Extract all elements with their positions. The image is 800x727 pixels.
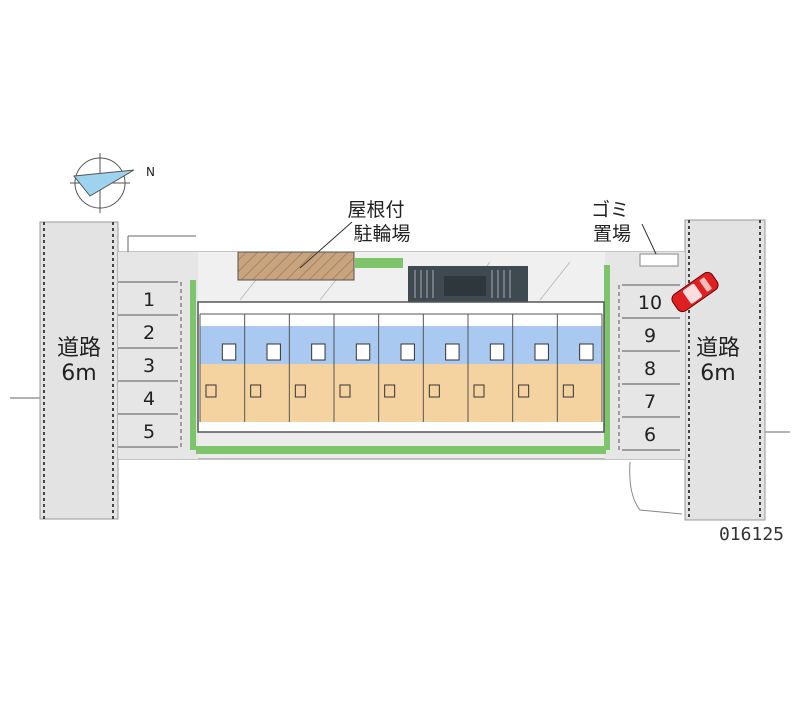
- bicycle-parking-roof: [237, 251, 355, 281]
- unit-fixture: [445, 343, 460, 361]
- parking-slot-7: 7: [644, 391, 656, 413]
- parking-slot-3: 3: [143, 355, 155, 377]
- greenery-strip-bottom: [196, 446, 606, 454]
- parking-slot-6: 6: [644, 424, 656, 446]
- unit-fixture: [489, 343, 505, 361]
- parking-left: 1 2 3 4 5: [118, 281, 182, 448]
- left-road-width: 6m: [61, 361, 96, 386]
- property-code: 016125: [719, 524, 784, 545]
- parking-slot-9: 9: [644, 325, 656, 347]
- unit-fixture: [579, 343, 594, 361]
- unit-fixture: [266, 343, 281, 361]
- parking-slot-10: 10: [638, 292, 662, 314]
- bicycle-parking-leader: [299, 221, 353, 269]
- parking-slot-2: 2: [143, 322, 155, 344]
- unit-furniture: [294, 384, 306, 398]
- garbage-station: [639, 253, 679, 267]
- bicycle-parking-label-line1: 屋根付: [347, 199, 404, 221]
- unit-fixture: [400, 343, 415, 361]
- parking-slot-5: 5: [143, 421, 155, 443]
- unit-furniture: [250, 384, 262, 398]
- unit-furniture: [428, 384, 440, 398]
- greenery-strip-left: [190, 280, 196, 450]
- compass-icon: N: [70, 153, 155, 213]
- parking-right: 10 9 8 7 6: [618, 284, 680, 451]
- garbage-leader: [641, 223, 657, 255]
- unit-furniture: [205, 384, 217, 398]
- car-icon: [671, 271, 719, 313]
- greenery-strip-top: [355, 258, 403, 268]
- unit-dividers: [199, 313, 603, 422]
- parking-slot-1: 1: [143, 289, 155, 311]
- left-road-name: 道路: [57, 336, 101, 361]
- unit-furniture: [518, 384, 530, 398]
- unit-furniture: [339, 384, 351, 398]
- apartment-building: [197, 301, 605, 433]
- parking-slot-4: 4: [143, 388, 155, 410]
- right-road-name: 道路: [696, 336, 740, 361]
- right-road-width: 6m: [700, 361, 735, 386]
- right-road: 道路 6m: [684, 219, 766, 521]
- compass-north-label: N: [146, 165, 155, 179]
- room-zone: [200, 364, 602, 422]
- left-road: 道路 6m: [39, 221, 119, 520]
- unit-furniture: [473, 384, 485, 398]
- unit-furniture: [384, 384, 396, 398]
- bicycle-parking-label-line2: 駐輪場: [353, 223, 410, 245]
- parking-slot-8: 8: [644, 358, 656, 380]
- staircase: [408, 266, 528, 302]
- unit-fixture: [355, 343, 371, 361]
- garbage-label-line1: ゴミ: [591, 199, 629, 221]
- garbage-label-line2: 置場: [593, 223, 631, 245]
- unit-furniture: [562, 384, 574, 398]
- unit-fixture: [311, 343, 326, 361]
- driveway-curb: [629, 461, 683, 515]
- unit-fixture: [221, 343, 237, 361]
- unit-fixture: [534, 343, 549, 361]
- greenery-strip-right: [604, 265, 610, 450]
